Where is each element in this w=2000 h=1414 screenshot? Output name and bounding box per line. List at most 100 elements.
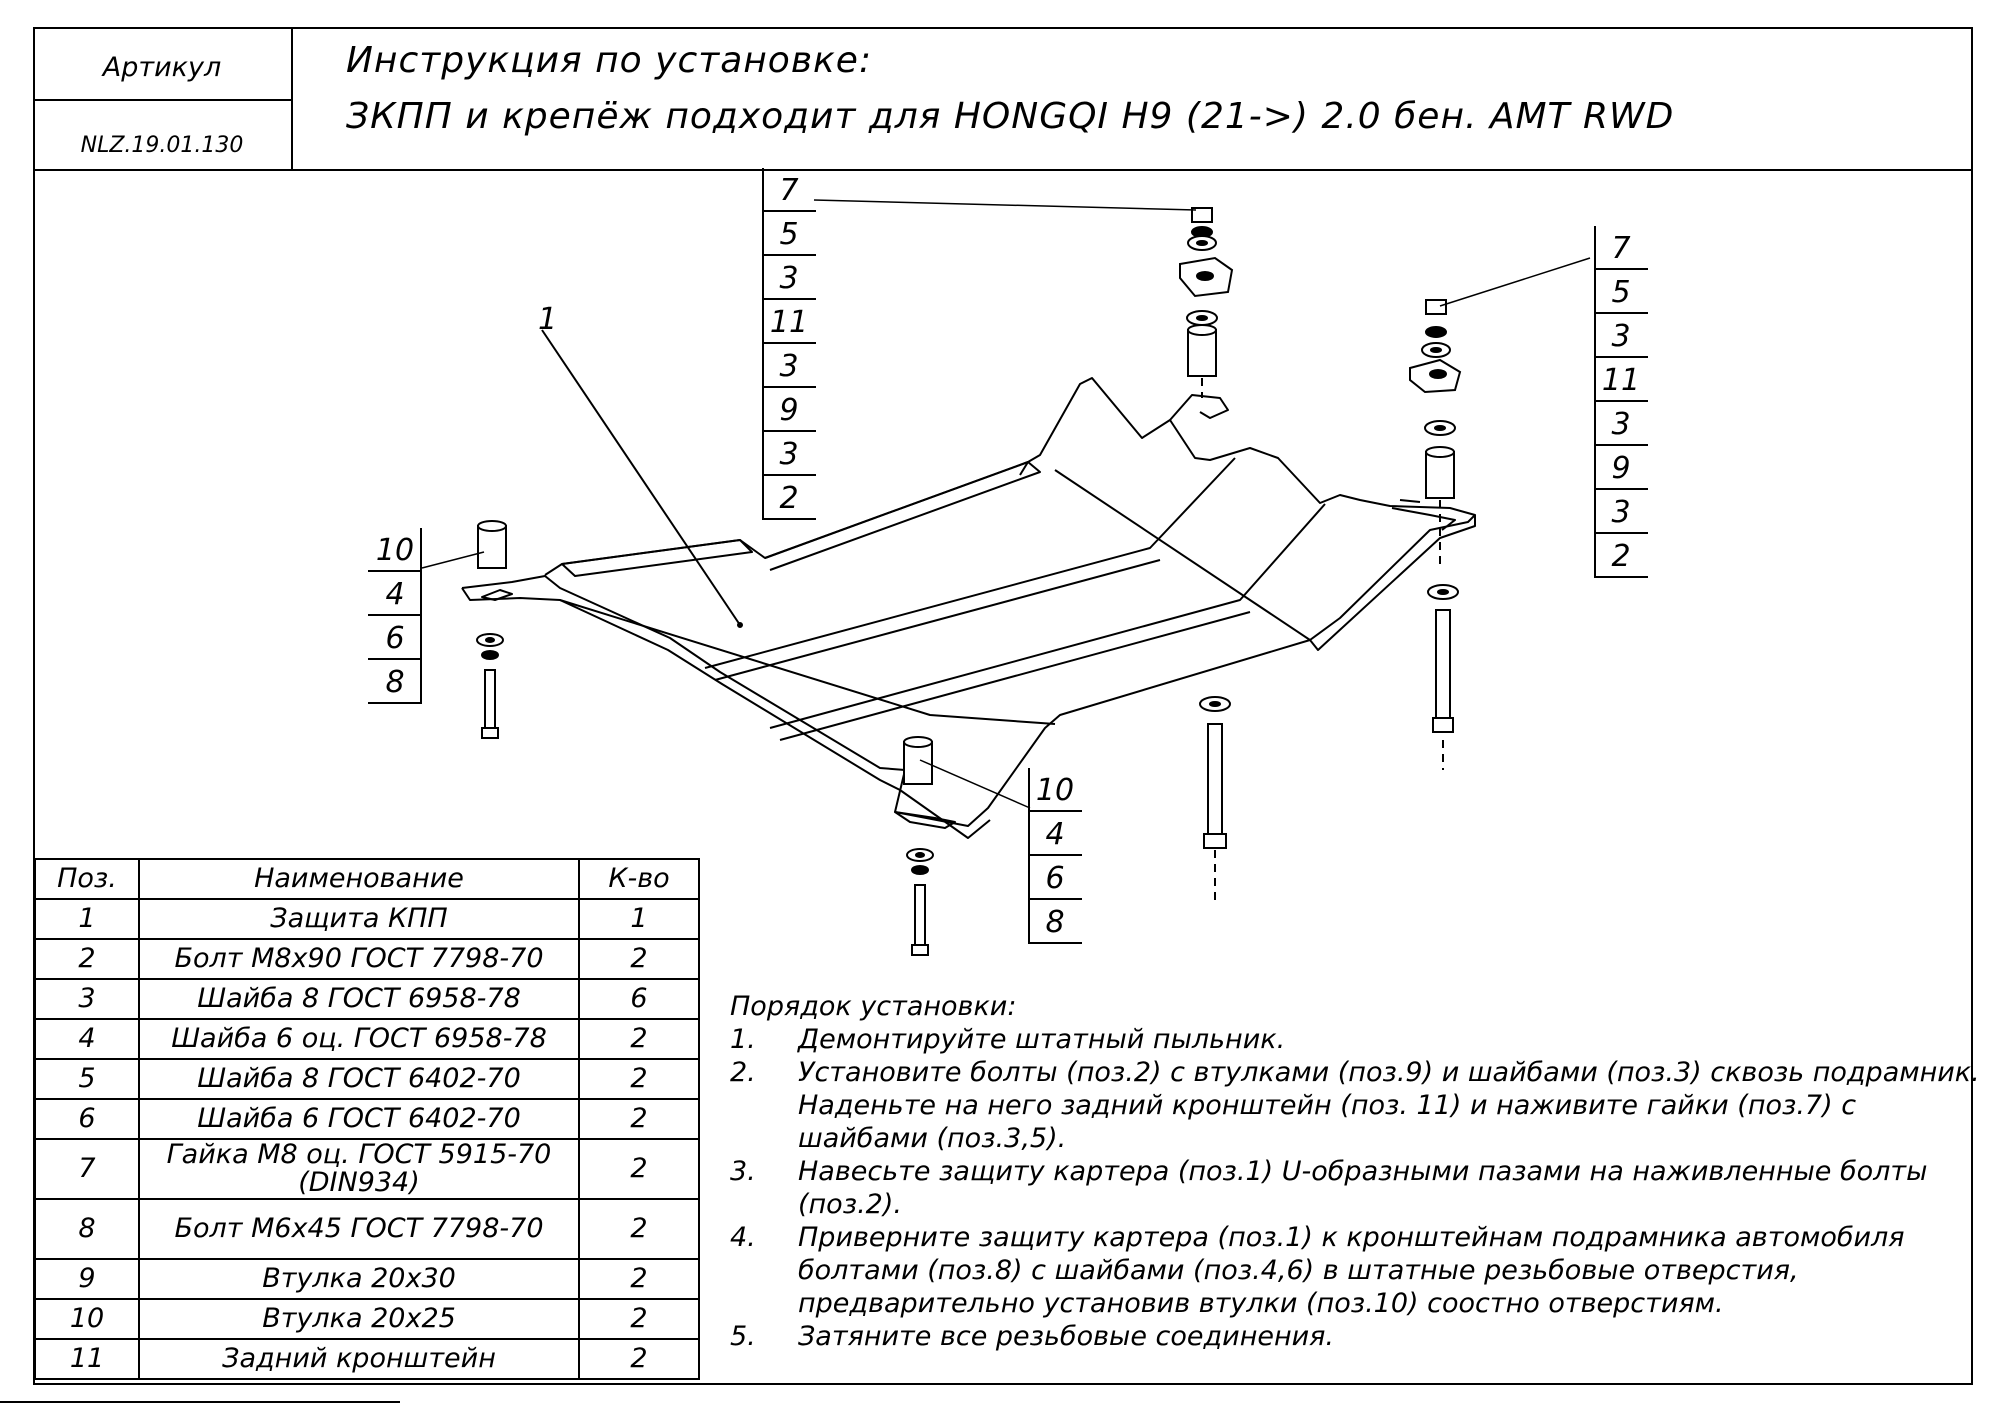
step-text: Установите болты (поз.2) с втулками (поз… xyxy=(798,1057,1980,1154)
callout-top-item: 3 xyxy=(762,256,816,300)
pos-cell: 3 xyxy=(34,978,140,1020)
qty-cell: 1 xyxy=(578,898,700,940)
name-cell: Защита КПП xyxy=(138,898,580,940)
callout-top-item: 7 xyxy=(762,168,816,212)
name-cell: Втулка 20х25 xyxy=(138,1298,580,1340)
qty-cell: 2 xyxy=(578,1258,700,1300)
callout-top-item: 3 xyxy=(762,432,816,476)
callout-top-item: 3 xyxy=(762,344,816,388)
callout-bottom-item: 6 xyxy=(1028,856,1082,900)
nut-top xyxy=(1191,207,1213,223)
name-cell: Болт М6х45 ГОСТ 7798-70 xyxy=(138,1198,580,1260)
callout-right-item: 5 xyxy=(1594,270,1648,314)
instruction-step: 5. Затяните все резьбовые соединения. xyxy=(730,1320,1980,1353)
qty-cell: 2 xyxy=(578,1098,700,1140)
table-header-row: Поз. Наименование К-во xyxy=(34,858,700,900)
qty-cell: 2 xyxy=(578,1138,700,1200)
callout-right-stack: 7 5 3 11 3 9 3 2 xyxy=(1594,226,1648,578)
outer-frame xyxy=(33,27,1973,1385)
pos-cell: 8 xyxy=(34,1198,140,1260)
callout-right-item: 3 xyxy=(1594,490,1648,534)
title-line-2: ЗКПП и крепёж подходит для HONGQI H9 (21… xyxy=(346,96,1675,137)
pos-cell: 1 xyxy=(34,898,140,940)
callout-left-item: 4 xyxy=(368,572,422,616)
callout-right-item: 3 xyxy=(1594,402,1648,446)
column-header: Наименование xyxy=(138,858,580,900)
name-cell: Шайба 6 оц. ГОСТ 6958-78 xyxy=(138,1018,580,1060)
step-number: 3. xyxy=(730,1156,756,1187)
instruction-step: 1. Демонтируйте штатный пыльник. xyxy=(730,1023,1980,1056)
callout-right-item: 9 xyxy=(1594,446,1648,490)
pos-cell: 4 xyxy=(34,1018,140,1060)
callout-bottom-item: 8 xyxy=(1028,900,1082,944)
name-cell: Болт М8х90 ГОСТ 7798-70 xyxy=(138,938,580,980)
qty-cell: 2 xyxy=(578,1018,700,1060)
callout-bottom-item: 4 xyxy=(1028,812,1082,856)
callout-top-item: 5 xyxy=(762,212,816,256)
column-header: К-во xyxy=(578,858,700,900)
article-code: NLZ.19.01.130 xyxy=(80,132,244,158)
column-header: Поз. xyxy=(34,858,140,900)
qty-cell: 6 xyxy=(578,978,700,1020)
pos-cell: 9 xyxy=(34,1258,140,1300)
step-number: 2. xyxy=(730,1057,756,1088)
callout-bottom-item: 10 xyxy=(1028,768,1082,812)
step-number: 4. xyxy=(730,1222,756,1253)
installation-instructions: Порядок установки: 1. Демонтируйте штатны… xyxy=(730,990,1980,1353)
callout-right-item: 2 xyxy=(1594,534,1648,578)
article-label: Артикул xyxy=(102,51,222,83)
skid-plate-drawing xyxy=(461,329,1476,839)
pos-cell: 6 xyxy=(34,1098,140,1140)
callout-left-item: 6 xyxy=(368,616,422,660)
name-cell: Задний кронштейн xyxy=(138,1338,580,1380)
title-line-1: Инструкция по установке: xyxy=(346,40,873,81)
callout-bottom-stack: 10 4 6 8 xyxy=(1028,768,1082,944)
qty-cell: 2 xyxy=(578,1198,700,1260)
callout-left-item: 8 xyxy=(368,660,422,704)
callout-left-stack: 10 4 6 8 xyxy=(368,528,422,704)
instruction-step: 4. Приверните защиту картера (поз.1) к кр… xyxy=(730,1221,1980,1320)
pos-cell: 2 xyxy=(34,938,140,980)
callout-right-item: 7 xyxy=(1594,226,1648,270)
callout-left-item: 10 xyxy=(368,528,422,572)
pos-cell: 11 xyxy=(34,1338,140,1380)
qty-cell: 2 xyxy=(578,1058,700,1100)
step-text: Демонтируйте штатный пыльник. xyxy=(798,1024,1286,1055)
step-number: 1. xyxy=(730,1024,756,1055)
name-cell: Гайка М8 оц. ГОСТ 5915-70 (DIN934) xyxy=(138,1138,580,1200)
callout-top-stack: 7 5 3 11 3 9 3 2 xyxy=(762,168,816,520)
pos-cell: 10 xyxy=(34,1298,140,1340)
pos-cell: 5 xyxy=(34,1058,140,1100)
step-text: Затяните все резьбовые соединения. xyxy=(798,1321,1334,1352)
callout-right-item: 11 xyxy=(1594,358,1648,402)
step-text: Навесьте защиту картера (поз.1) U-образн… xyxy=(798,1156,1928,1220)
hardware-stacks xyxy=(476,207,1462,956)
qty-cell: 2 xyxy=(578,1338,700,1380)
callout-top-item: 9 xyxy=(762,388,816,432)
part-1-label: 1 xyxy=(538,302,558,337)
callout-top-item: 2 xyxy=(762,476,816,520)
step-text: Приверните защиту картера (поз.1) к крон… xyxy=(798,1222,1905,1319)
name-cell: Шайба 8 ГОСТ 6402-70 xyxy=(138,1058,580,1100)
instruction-step: 2. Установите болты (поз.2) с втулками (п… xyxy=(730,1056,1980,1155)
callout-right-item: 3 xyxy=(1594,314,1648,358)
instruction-step: 3. Навесьте защиту картера (поз.1) U-обра… xyxy=(730,1155,1980,1221)
name-cell: Втулка 20х30 xyxy=(138,1258,580,1300)
instructions-heading: Порядок установки: xyxy=(730,991,1017,1022)
step-number: 5. xyxy=(730,1321,756,1352)
qty-cell: 2 xyxy=(578,938,700,980)
name-cell: Шайба 6 ГОСТ 6402-70 xyxy=(138,1098,580,1140)
